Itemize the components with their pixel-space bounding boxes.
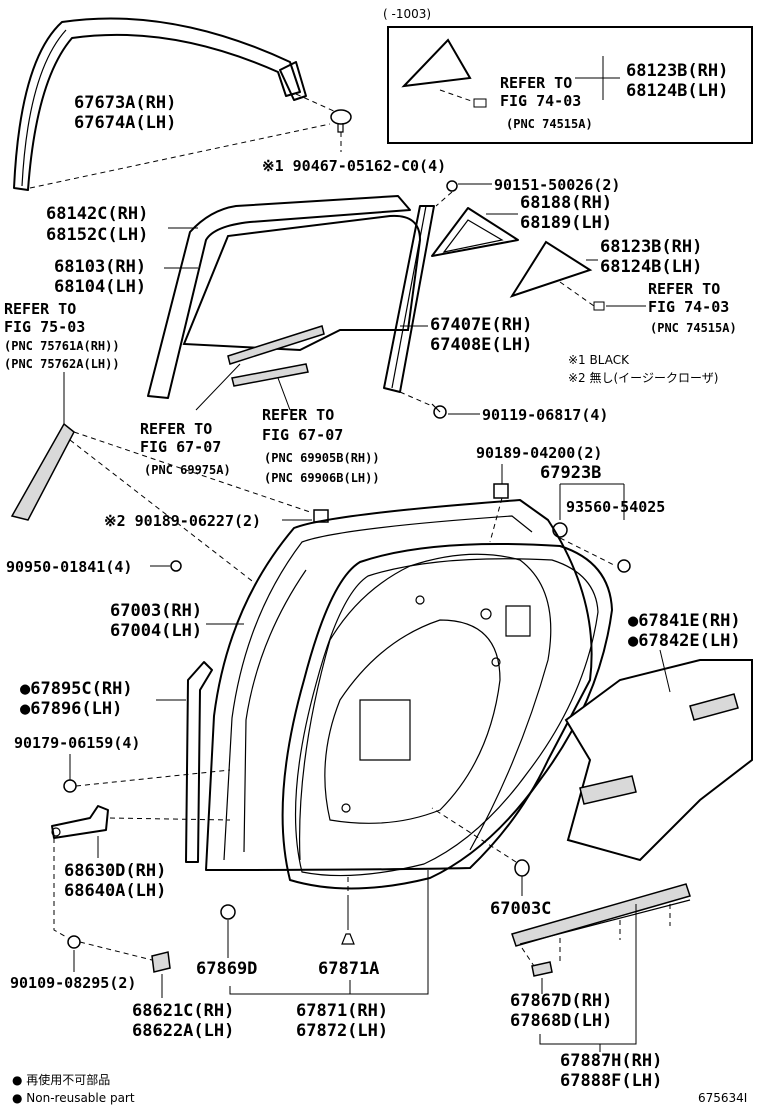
- label-67888: 67888F(LH): [560, 1071, 662, 1091]
- refer7503-line3: (PNC 75761A(RH)): [4, 339, 120, 353]
- label-90119: 90119-06817(4): [482, 406, 608, 424]
- label-67674: 67674A(LH): [74, 113, 176, 133]
- inset-date-range: ( -1003): [383, 7, 431, 21]
- label-67896: ●67896(LH): [20, 699, 122, 719]
- label-90467: ※1 90467-05162-C0(4): [262, 157, 446, 175]
- grommet-icon: [220, 904, 236, 920]
- lower-door-moulding: [511, 883, 691, 947]
- belt-moulding-outer: [227, 325, 325, 365]
- inset-refer-line2: FIG 74-03: [500, 92, 581, 110]
- division-bar: [383, 205, 435, 393]
- inset-refer-line1: REFER TO: [500, 74, 572, 92]
- label-90151: 90151-50026(2): [494, 176, 620, 194]
- refer7503-line2: FIG 75-03: [4, 318, 85, 336]
- inset-part-rh: 68123B(RH): [626, 61, 728, 81]
- label-68188: 68188(RH): [520, 193, 612, 213]
- bolt-icon: [63, 779, 77, 793]
- label-67867: 67867D(RH): [510, 991, 612, 1011]
- clip-icon: [341, 933, 355, 945]
- legend-jp: ● 再使用不可部品: [12, 1072, 110, 1087]
- label-68630: 68630D(RH): [64, 861, 166, 881]
- clip-icon: [330, 109, 352, 133]
- label-67871A: 67871A: [318, 959, 379, 979]
- label-67004: 67004(LH): [110, 621, 202, 641]
- screw-icon: [446, 180, 458, 192]
- label-68103: 68103(RH): [54, 257, 146, 277]
- label-68621: 68621C(RH): [132, 1001, 234, 1021]
- label-67868: 67868D(LH): [510, 1011, 612, 1031]
- inset-part-lh: 68124B(LH): [626, 81, 728, 101]
- refer7403-line2: FIG 74-03: [648, 298, 729, 316]
- label-67408: 67408E(LH): [430, 335, 532, 355]
- label-68123: 68123B(RH): [600, 237, 702, 257]
- door-check: [51, 805, 109, 839]
- refer7403-line3: (PNC 74515A): [650, 321, 737, 335]
- quarter-weatherstrip: [431, 207, 519, 257]
- label-67407: 67407E(RH): [430, 315, 532, 335]
- refer6707b-line4: (PNC 69906B(LH)): [264, 471, 380, 485]
- bolt-icon: [431, 403, 447, 419]
- door-panel: [205, 499, 593, 871]
- refer6707b-line1: REFER TO: [262, 406, 334, 424]
- label-68104: 68104(LH): [54, 277, 146, 297]
- clip-icon: [493, 483, 509, 499]
- pillar-garnish: [10, 422, 75, 521]
- label-67895: ●67895C(RH): [20, 679, 133, 699]
- refer7503-line1: REFER TO: [4, 300, 76, 318]
- note-black: ※1 BLACK: [568, 353, 630, 367]
- refer6707a-line2: FIG 67-07: [140, 438, 221, 456]
- note-easy-closer: ※2 無し(イージークローザ): [568, 370, 718, 385]
- label-68189: 68189(LH): [520, 213, 612, 233]
- label-90189-06227: ※2 90189-06227(2): [104, 512, 261, 530]
- label-67842: ●67842E(LH): [628, 631, 741, 651]
- inset-refer-pnc: (PNC 74515A): [506, 117, 593, 131]
- window-frame-molding: [13, 17, 307, 191]
- label-67872: 67872(LH): [296, 1021, 388, 1041]
- door-weatherstrip: [281, 543, 613, 890]
- door-glass: [182, 214, 422, 352]
- refer7403-line1: REFER TO: [648, 280, 720, 298]
- label-68152: 68152C(LH): [46, 225, 148, 245]
- label-90179: 90179-06159(4): [14, 734, 140, 752]
- belt-moulding-inner: [231, 363, 309, 387]
- label-67871: 67871(RH): [296, 1001, 388, 1021]
- label-93560: 93560-54025: [566, 498, 665, 516]
- label-67003: 67003(RH): [110, 601, 202, 621]
- refer6707a-line1: REFER TO: [140, 420, 212, 438]
- hinge-icon: [151, 951, 171, 973]
- legend-en: ● Non-reusable part: [12, 1091, 135, 1105]
- quarter-glass: [509, 240, 593, 298]
- glass-run: [147, 195, 411, 399]
- refer6707b-line2: FIG 67-07: [262, 426, 343, 444]
- inset-box: ( -1003) REFER TO FIG 74-03 (PNC 74515A)…: [383, 7, 753, 144]
- label-90950: 90950-01841(4): [6, 558, 132, 576]
- label-90189-04200: 90189-04200(2): [476, 444, 602, 462]
- label-68142: 68142C(RH): [46, 204, 148, 224]
- label-68124: 68124B(LH): [600, 257, 702, 277]
- label-67673: 67673A(RH): [74, 93, 176, 113]
- label-68640: 68640A(LH): [64, 881, 166, 901]
- label-67841: ●67841E(RH): [628, 611, 741, 631]
- label-67869: 67869D: [196, 959, 257, 979]
- refer7503-line4: (PNC 75762A(LH)): [4, 357, 120, 371]
- label-67923: 67923B: [540, 463, 601, 483]
- label-68622: 68622A(LH): [132, 1021, 234, 1041]
- screw-icon: [617, 559, 631, 573]
- label-67887: 67887H(RH): [560, 1051, 662, 1071]
- diagram-id: 675634I: [698, 1091, 747, 1105]
- label-67003C: 67003C: [490, 899, 551, 919]
- bolt-icon: [67, 935, 81, 949]
- label-90109: 90109-08295(2): [10, 974, 136, 992]
- grommet-icon: [170, 560, 182, 572]
- clip-icon: [531, 961, 553, 977]
- service-hole-cover: [564, 659, 753, 862]
- grommet-icon: [514, 859, 530, 877]
- outer-weatherstrip-front: [185, 661, 213, 863]
- refer6707b-line3: (PNC 69905B(RH)): [264, 451, 380, 465]
- inset-quarter-glass: [401, 38, 472, 88]
